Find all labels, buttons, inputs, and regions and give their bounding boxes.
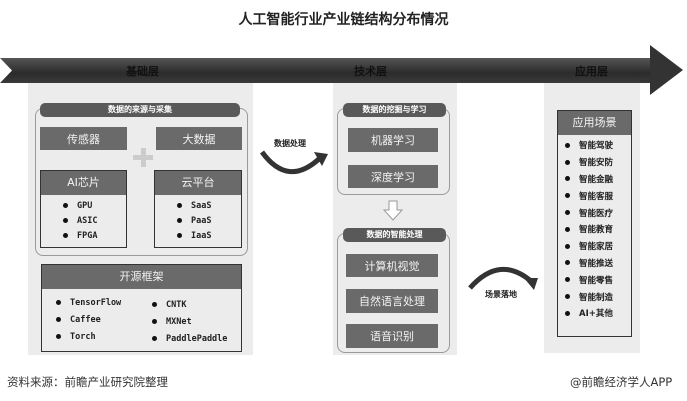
list-item: Torch bbox=[56, 328, 152, 345]
deep-learning-box: 深度学习 bbox=[348, 165, 438, 188]
list-item: ASIC bbox=[63, 213, 126, 228]
list-item: SaaS bbox=[177, 198, 241, 213]
list-item: 智能制造 bbox=[565, 288, 631, 305]
list-item: CNTK bbox=[152, 296, 227, 313]
list-item: AI+其他 bbox=[565, 305, 631, 322]
machine-learning-box: 机器学习 bbox=[348, 128, 438, 152]
layer-arrow-band bbox=[0, 58, 660, 83]
list-item: TensorFlow bbox=[56, 294, 152, 311]
data-source-title: 数据的来源与采集 bbox=[40, 103, 240, 117]
list-item: 智能安防 bbox=[565, 154, 631, 171]
sensor-box: 传感器 bbox=[40, 127, 127, 150]
ai-chip-card: AI芯片 GPU ASIC FPGA bbox=[40, 170, 127, 248]
page-title: 人工智能行业产业链结构分布情况 bbox=[238, 12, 449, 28]
list-item: PaaS bbox=[177, 213, 241, 228]
list-item: 智能客服 bbox=[565, 187, 631, 204]
list-item: 智能金融 bbox=[565, 171, 631, 188]
down-arrow-icon bbox=[382, 200, 404, 221]
list-item: GPU bbox=[63, 198, 126, 213]
list-item: 智能教育 bbox=[565, 221, 631, 238]
list-item: 智能医疗 bbox=[565, 204, 631, 221]
list-item: Caffee bbox=[56, 311, 152, 328]
flow-label-data-processing: 数据处理 bbox=[274, 139, 306, 148]
list-item: MXNet bbox=[152, 313, 227, 330]
list-item: 智能零售 bbox=[565, 271, 631, 288]
list-item: PaddlePaddle bbox=[152, 330, 227, 347]
curved-arrow-icon bbox=[468, 266, 538, 290]
application-card: 应用场景 智能驾驶 智能安防 智能金融 智能客服 智能医疗 智能教育 智能家居 … bbox=[557, 110, 632, 337]
speech-recognition-box: 语音识别 bbox=[346, 324, 438, 348]
flow-label-deployment: 场景落地 bbox=[485, 290, 517, 299]
ai-chip-title: AI芯片 bbox=[41, 171, 126, 195]
layer-technology: 技术层 bbox=[354, 65, 387, 78]
curved-arrow-icon bbox=[259, 150, 328, 175]
frameworks-title: 开源框架 bbox=[42, 265, 241, 289]
computer-vision-box: 计算机视觉 bbox=[346, 254, 438, 277]
cloud-title: 云平台 bbox=[155, 171, 241, 195]
list-item: 智能驾驶 bbox=[565, 137, 631, 154]
cloud-card: 云平台 SaaS PaaS IaaS bbox=[154, 170, 242, 248]
list-item: 智能家居 bbox=[565, 238, 631, 255]
nlp-box: 自然语言处理 bbox=[346, 289, 438, 313]
frameworks-card: 开源框架 TensorFlow Caffee Torch CNTK MXNet … bbox=[41, 264, 242, 352]
layer-foundation: 基础层 bbox=[126, 65, 159, 78]
arrow-head-icon bbox=[650, 45, 683, 95]
mining-learning-title: 数据的挖掘与学习 bbox=[343, 103, 446, 117]
intelligent-processing-title: 数据的智能处理 bbox=[343, 228, 446, 242]
bigdata-box: 大数据 bbox=[156, 127, 242, 150]
list-item: FPGA bbox=[63, 228, 126, 243]
credit-note: @前瞻经济学人APP bbox=[570, 375, 673, 389]
layer-application: 应用层 bbox=[575, 65, 608, 78]
source-note: 资料来源：前瞻产业研究院整理 bbox=[7, 375, 168, 389]
arrow-tail-notch bbox=[0, 58, 12, 83]
list-item: IaaS bbox=[177, 228, 241, 243]
list-item: 智能推送 bbox=[565, 255, 631, 272]
application-title: 应用场景 bbox=[558, 111, 631, 135]
